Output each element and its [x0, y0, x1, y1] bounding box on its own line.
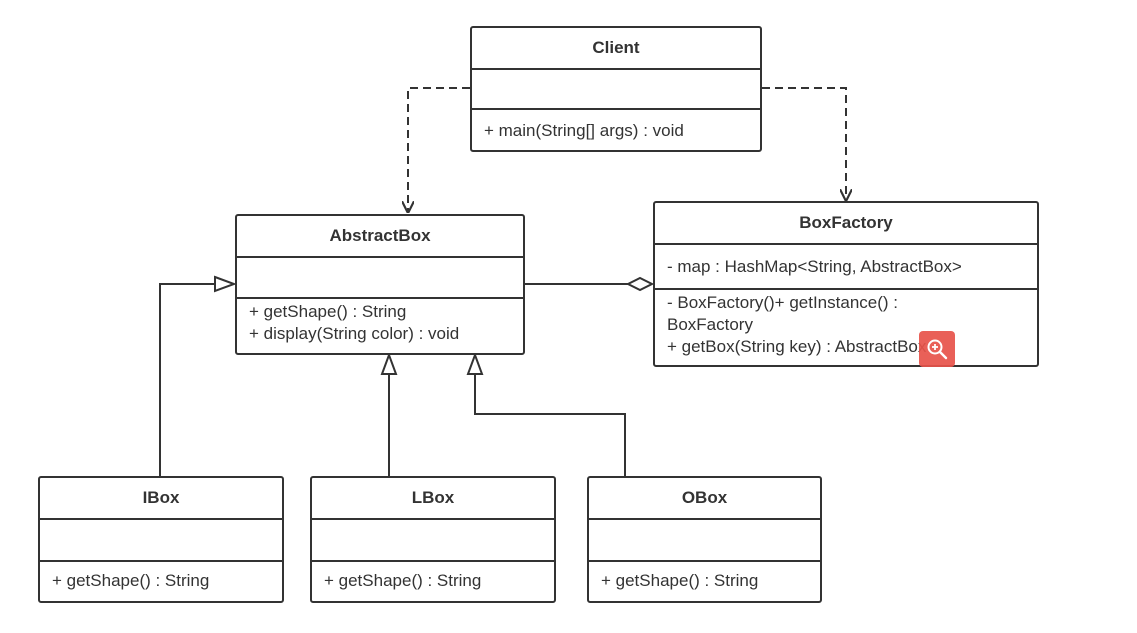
class-operations: + main(String[] args) : void [472, 110, 760, 144]
class-operations: + getShape() : String [312, 562, 554, 594]
class-attributes [472, 70, 760, 110]
generalization-arrow-obox [466, 352, 484, 375]
dependency-client-boxfactory [762, 87, 846, 200]
class-name: Client [472, 28, 760, 70]
class-client[interactable]: Client + main(String[] args) : void [470, 26, 762, 152]
operation-getbox: + getBox(String key) : AbstractBox [667, 337, 927, 356]
operation-main: + main(String[] args) : void [484, 121, 684, 140]
class-name: BoxFactory [655, 203, 1037, 245]
class-lbox[interactable]: LBox + getShape() : String [310, 476, 556, 603]
class-attributes [237, 258, 523, 299]
operation-display: + display(String color) : void [249, 324, 460, 343]
class-operations: + getShape() : String [40, 562, 282, 594]
operation-getinstance-return: BoxFactory [667, 315, 753, 334]
zoom-in-icon [927, 339, 948, 360]
class-name: OBox [589, 478, 820, 520]
class-name: IBox [40, 478, 282, 520]
class-ibox[interactable]: IBox + getShape() : String [38, 476, 284, 603]
class-name: LBox [312, 478, 554, 520]
operation-getshape: + getShape() : String [324, 571, 482, 590]
class-attributes [40, 520, 282, 562]
zoom-button[interactable] [919, 331, 955, 367]
class-operations: + getShape() : String [589, 562, 820, 594]
generalization-arrow-lbox [380, 352, 398, 375]
operation-constructor-getinstance: - BoxFactory()+ getInstance() : [667, 293, 898, 312]
generalization-ibox-abstractbox [159, 283, 215, 476]
operation-getshape: + getShape() : String [52, 571, 210, 590]
aggregation-diamond [625, 276, 655, 292]
operation-getshape: + getShape() : String [601, 571, 759, 590]
class-obox[interactable]: OBox + getShape() : String [587, 476, 822, 603]
class-operations: + getShape() : String + display(String c… [237, 299, 523, 347]
class-operations: - BoxFactory()+ getInstance() : BoxFacto… [655, 290, 1037, 360]
class-name: AbstractBox [237, 216, 523, 258]
class-attributes [312, 520, 554, 562]
generalization-obox-abstractbox [474, 374, 626, 476]
dependency-client-abstractbox [408, 87, 470, 212]
class-boxfactory[interactable]: BoxFactory - map : HashMap<String, Abstr… [653, 201, 1039, 367]
class-attributes [589, 520, 820, 562]
attribute-map: - map : HashMap<String, AbstractBox> [667, 257, 962, 276]
operation-getshape: + getShape() : String [249, 302, 407, 321]
class-attributes: - map : HashMap<String, AbstractBox> [655, 245, 1037, 290]
generalization-arrow-ibox [214, 275, 237, 293]
class-abstractbox[interactable]: AbstractBox + getShape() : String + disp… [235, 214, 525, 355]
